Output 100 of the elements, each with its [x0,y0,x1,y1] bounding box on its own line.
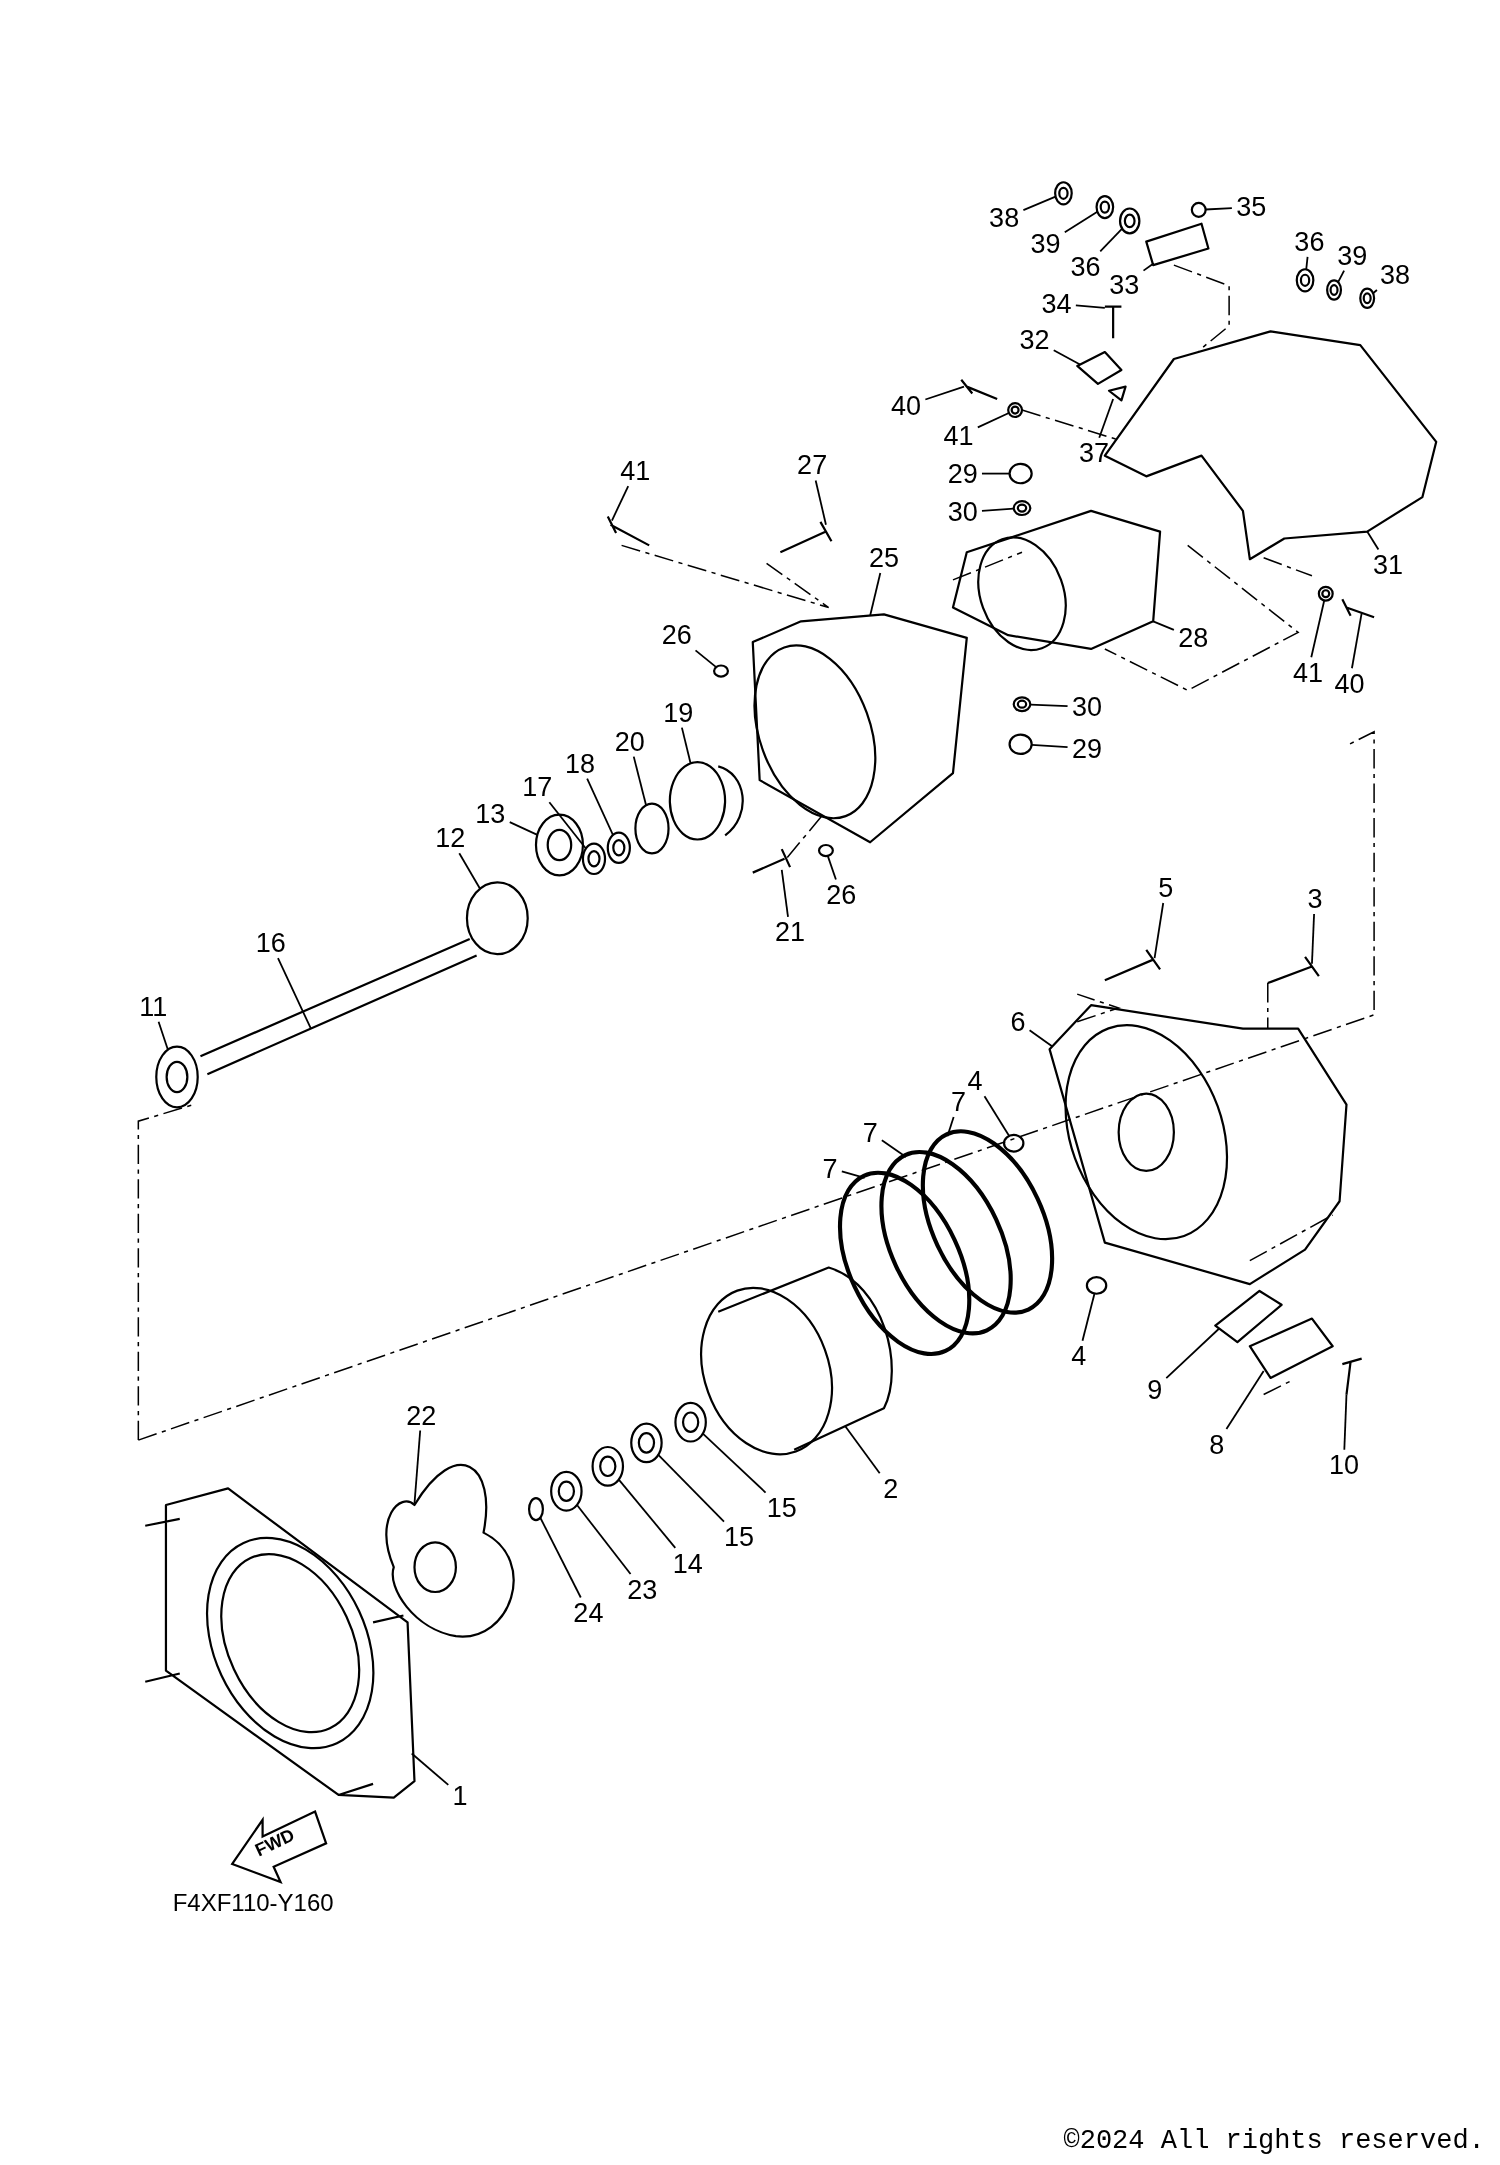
cover-plate [1248,1317,1334,1380]
intake-housing [144,1487,416,1799]
liner [700,1266,893,1456]
callout-number: 37 [1078,439,1109,467]
leader-line [1028,1029,1054,1048]
leader-line [1337,269,1345,284]
callout-number: 40 [1334,670,1365,698]
callout-number: 38 [989,204,1020,232]
leader-line [1052,349,1081,366]
callout-number: 39 [1030,230,1061,258]
callout-number: 28 [1178,624,1209,652]
shaft-pin [1145,222,1210,267]
washer [1012,696,1032,713]
callout-number: 2 [883,1475,899,1503]
bolt [960,378,999,401]
leader-line [1165,1327,1221,1379]
leader-line [844,1425,881,1475]
circlip [1359,287,1376,309]
leader-line [1142,262,1155,272]
callout-number: 12 [435,824,466,852]
callout-number: 32 [1019,326,1050,354]
alignment-line [786,815,823,859]
washer [1326,279,1343,301]
o-ring [838,1170,972,1357]
callout-number: 4 [967,1068,983,1095]
leader-line [611,485,630,522]
leader-line [1029,703,1069,707]
callout-number: 11 [139,993,168,1021]
washer [630,1422,663,1464]
callout-number: 29 [947,460,978,488]
leader-line [1098,398,1115,439]
leader-line [1204,207,1233,211]
callout-number: 21 [775,918,806,946]
callout-number: 16 [255,929,286,957]
ring [581,842,607,876]
dowel-pin [1002,1133,1025,1153]
leader-line [983,1095,1011,1137]
leader-line [1366,530,1380,551]
callout-number: 7 [951,1088,967,1116]
callout-number: 26 [826,881,857,909]
cap [668,761,744,841]
callout-number: 3 [1307,885,1323,913]
bushing [1295,268,1315,293]
leader-line [780,868,789,918]
callout-number: 30 [947,498,978,526]
washer [1095,194,1115,220]
leader-line [1305,255,1309,271]
leader-line [157,1020,169,1051]
dowel-pin [1085,1276,1108,1295]
callout-number: 20 [614,728,645,756]
bolt [1341,598,1376,619]
leader-line [1081,1292,1096,1342]
callout-number: 13 [475,800,506,828]
callout-number: 39 [1337,242,1368,269]
leader-line [1152,620,1175,631]
impeller [385,1463,515,1638]
leader-line [1343,1393,1348,1451]
drawing-code: F4XF110-Y160 [172,1889,334,1918]
alignment-line [1267,982,1269,1030]
bolt [751,848,792,874]
leader-line [548,801,587,850]
callout-number: 6 [1010,1008,1026,1036]
collar [1007,402,1024,419]
dowel-pin [817,843,834,858]
leader-line [694,649,718,668]
copyright-notice: ©2024 All rights reserved. [1063,2125,1485,2156]
bolt [779,520,833,554]
callout-number: 4 [1071,1342,1087,1370]
gasket [1214,1289,1283,1344]
leader-line [1099,227,1124,253]
callout-number: 9 [1147,1376,1163,1403]
callout-number: 35 [1236,193,1267,221]
leader-line [981,472,1011,475]
callout-number: 7 [862,1119,878,1147]
leader-line [586,777,614,836]
clip [1107,385,1127,402]
leader-line [410,1752,450,1786]
leader-line [413,1429,422,1505]
callout-number: 38 [1380,261,1411,289]
duct-housing [751,613,968,844]
leader-line [1074,304,1106,309]
callout-number: 41 [943,422,974,450]
callout-number: 41 [620,457,651,485]
seal [550,1470,583,1512]
alignment-line [1021,409,1117,440]
leader-line [458,852,481,890]
callout-number: 15 [723,1523,754,1551]
plug [1008,733,1033,755]
fwd-label: FWD [251,1824,298,1861]
bolt [1103,305,1123,340]
callout-number: 19 [663,699,694,727]
leader-line [539,1516,582,1599]
leader-line [508,821,539,836]
leader-line [880,1139,907,1158]
lever [1076,351,1123,385]
o-ring [879,1149,1013,1336]
callout-number: 26 [661,621,692,649]
bushing [1118,207,1141,235]
callout-number: 17 [522,773,553,801]
callout-number: 22 [406,1402,437,1430]
